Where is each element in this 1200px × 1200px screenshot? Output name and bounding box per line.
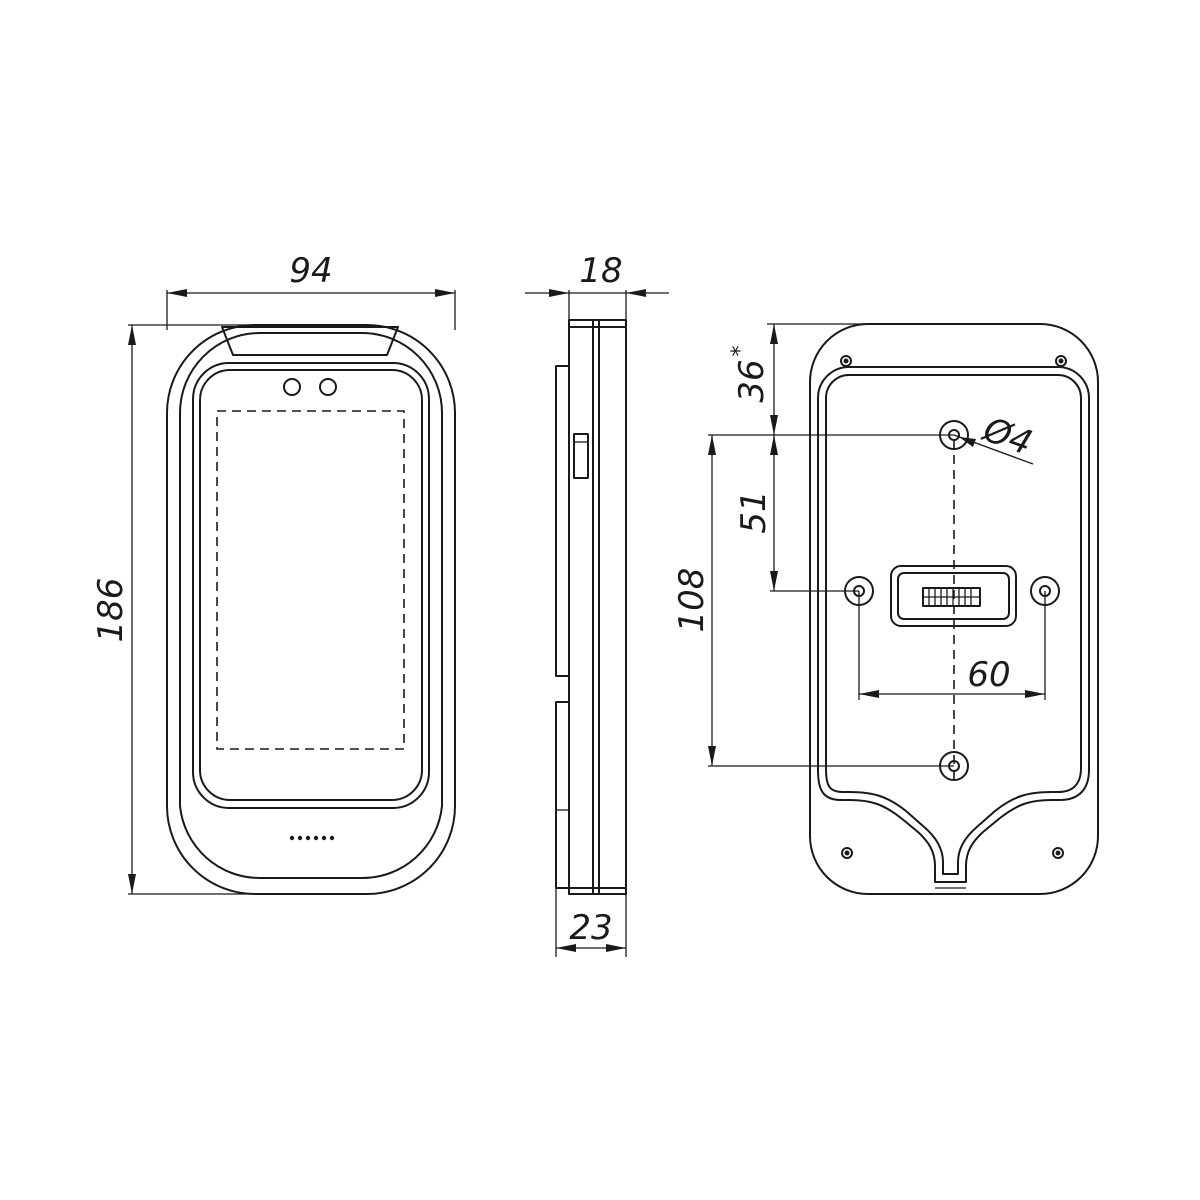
front-top-sensor-bar (221, 326, 399, 356)
front-housing-outline (166, 324, 456, 895)
front-camera-left-icon (283, 378, 301, 396)
rear-hole-diameter-label: Ø4 (976, 409, 1037, 464)
rear-mount-plate (817, 365, 1090, 883)
rear-view: 36 * 51 108 60 Ø4 (672, 323, 1099, 895)
rear-vertical-spacing-dimension: 108 (672, 435, 716, 766)
front-display-area (216, 410, 405, 750)
side-depth-bottom-dimension: 23 (555, 888, 627, 957)
front-housing-inner-outline (179, 332, 443, 880)
rear-top-offset-dimension: 36 * (728, 324, 778, 435)
side-depth-top-label: 18 (579, 251, 622, 291)
front-width-label: 94 (289, 251, 332, 291)
side-depth-bottom-label: 23 (569, 908, 612, 948)
side-clip (573, 433, 589, 479)
side-mount-plate (555, 365, 570, 889)
rear-top-offset-label: 36 (732, 359, 772, 402)
front-view: 94 186 (91, 251, 456, 895)
front-width-dimension: 94 (166, 251, 456, 330)
front-bezel-inner (199, 369, 423, 801)
rear-screw-top-left-icon (840, 355, 852, 367)
rear-horizontal-spacing-dimension: 60 (859, 655, 1045, 698)
rear-housing-outline (809, 323, 1099, 895)
side-body-outline (568, 319, 627, 895)
rear-mount-plate-inner (824, 373, 1082, 875)
rear-upper-spacing-label: 51 (734, 490, 774, 533)
front-speaker-grille (289, 835, 335, 841)
rear-screw-bottom-left-icon (841, 847, 853, 859)
rear-hole-diameter-dimension: Ø4 (953, 409, 1037, 465)
rear-screw-bottom-right-icon (1052, 847, 1064, 859)
front-height-label: 186 (91, 578, 131, 643)
front-bezel-outer (192, 362, 430, 809)
front-height-dimension: 186 (91, 324, 255, 895)
side-view: 18 23 (525, 251, 669, 957)
side-depth-top-dimension: 18 (525, 251, 669, 320)
rear-upper-spacing-dimension: 51 (734, 435, 778, 591)
rear-top-offset-mark: * (728, 346, 753, 357)
rear-horizontal-spacing-label: 60 (967, 655, 1010, 695)
rear-vertical-spacing-label: 108 (672, 568, 712, 633)
rear-screw-top-right-icon (1055, 355, 1067, 367)
front-camera-right-icon (319, 378, 337, 396)
